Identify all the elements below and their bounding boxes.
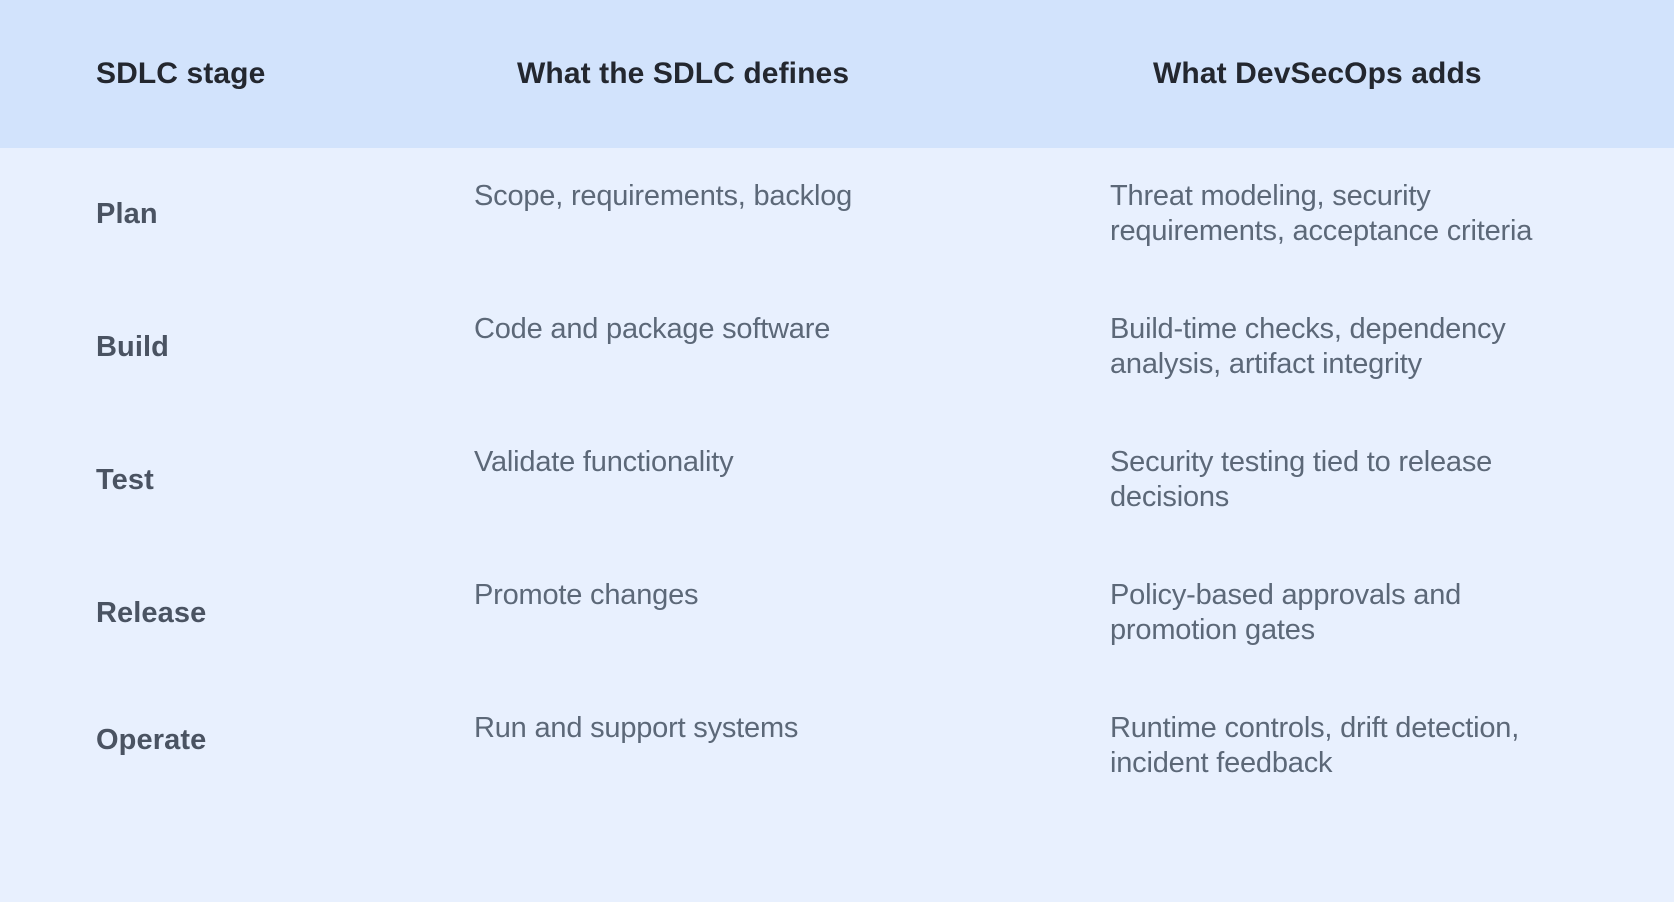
column-header-devsecops-adds: What DevSecOps adds xyxy=(1153,57,1482,90)
sdlc-defines-cell: Validate functionality xyxy=(474,446,734,478)
stage-label: Operate xyxy=(96,723,207,756)
sdlc-defines-cell: Promote changes xyxy=(474,579,699,611)
sdlc-defines-cell: Code and package software xyxy=(474,313,831,345)
stage-label: Build xyxy=(96,331,169,363)
sdlc-defines-cell: Run and support systems xyxy=(474,712,799,744)
devsecops-adds-cell: Build-time checks, dependency analysis, … xyxy=(1110,313,1506,380)
sdlc-defines-cell: Scope, requirements, backlog xyxy=(474,180,853,212)
table-row-test: Test Validate functionality Security tes… xyxy=(0,414,1674,547)
devsecops-adds-cell: Policy-based approvals and promotion gat… xyxy=(1110,579,1462,646)
column-header-sdlc-defines: What the SDLC defines xyxy=(517,57,850,90)
table-row-plan: Plan Scope, requirements, backlog Threat… xyxy=(0,148,1674,281)
stage-label: Test xyxy=(96,464,154,496)
devsecops-adds-cell: Threat modeling, security requirements, … xyxy=(1110,180,1533,247)
table-row-release: Release Promote changes Policy-based app… xyxy=(0,547,1674,680)
stage-label: Plan xyxy=(96,198,158,230)
devsecops-adds-cell: Security testing tied to release decisio… xyxy=(1110,446,1493,513)
stage-label: Release xyxy=(96,597,207,629)
devsecops-adds-cell: Runtime controls, drift detection, incid… xyxy=(1110,712,1520,779)
table-header-row: SDLC stage What the SDLC defines What De… xyxy=(0,0,1674,148)
table-row-operate: Operate Run and support systems Runtime … xyxy=(0,680,1674,800)
table-row-build: Build Code and package software Build-ti… xyxy=(0,281,1674,414)
column-header-sdlc-stage: SDLC stage xyxy=(96,57,266,90)
